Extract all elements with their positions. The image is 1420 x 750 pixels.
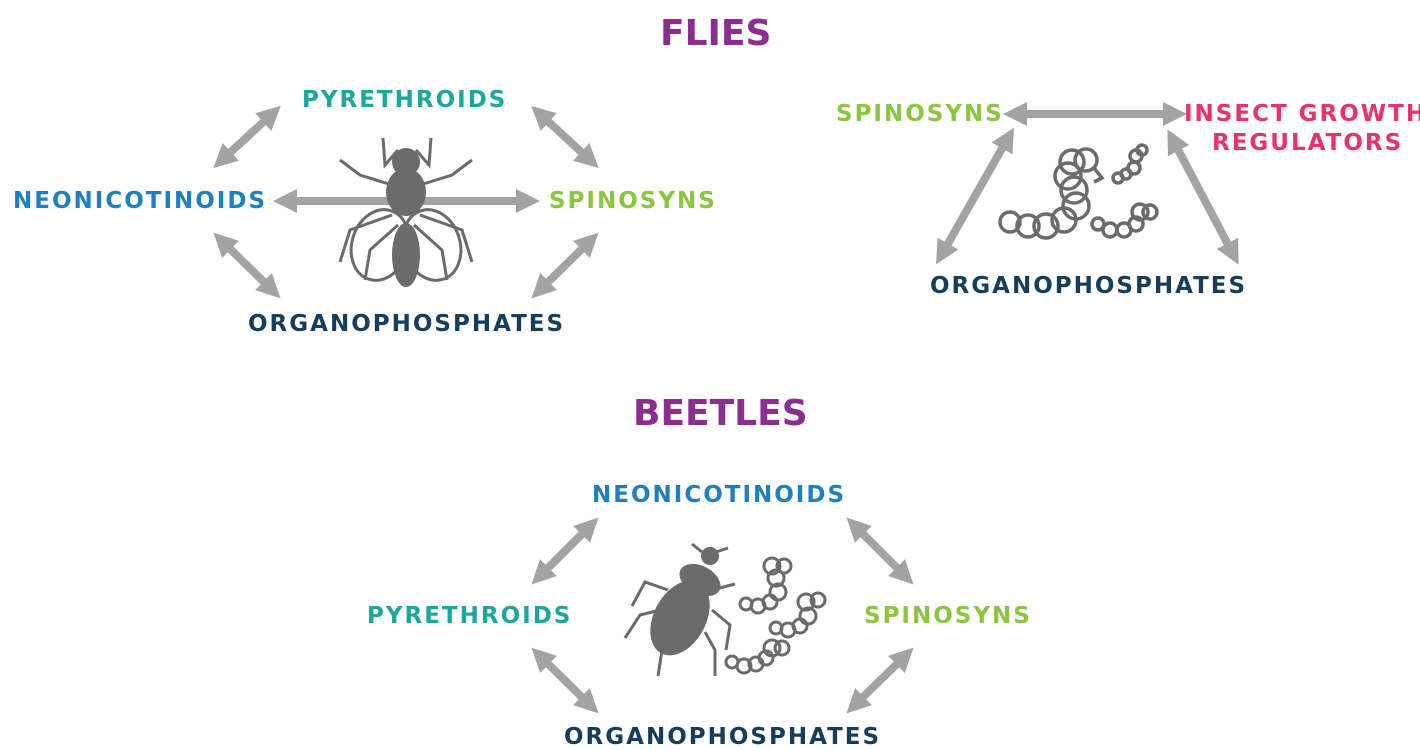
flies-larvae-spinosyns-label: SPINOSYNS (836, 103, 1004, 126)
arrow-igr-org-larvae (1173, 140, 1233, 254)
flies-adult-spinosyns-label: SPINOSYNS (549, 190, 717, 213)
beetles-neonicotinoids-label: NEONICOTINOIDS (592, 484, 846, 507)
flies-adult-organophosphates-label: ORGANOPHOSPHATES (248, 313, 565, 336)
arrow-spin-org (540, 241, 590, 290)
flies-larvae-organophosphates-label: ORGANOPHOSPHATES (930, 275, 1247, 298)
arrow-neo-spin-b (855, 526, 905, 576)
flies-larvae-igr-label-line1: INSECT GROWTH (1184, 103, 1420, 126)
beetles-organophosphates-label: ORGANOPHOSPHATES (564, 726, 881, 749)
beetles-spinosyns-label: SPINOSYNS (864, 605, 1032, 628)
flies-adult-neonicotinoids-label: NEONICOTINOIDS (13, 190, 267, 213)
arrow-spin-org-larvae (942, 138, 1008, 254)
arrow-neo-pyr (222, 114, 272, 160)
beetle-icon (625, 544, 735, 676)
flies-adult-pyrethroids-label: PYRETHROIDS (302, 89, 507, 112)
flies-title: FLIES (660, 16, 771, 52)
flies-larvae-igr-label-line2: REGULATORS (1212, 132, 1403, 155)
arrow-spin-org-b (855, 656, 905, 705)
beetles-title: BEETLES (633, 396, 808, 432)
arrow-pyr-spin (540, 114, 590, 160)
fly-icon (340, 138, 472, 288)
grubs-icon (726, 558, 825, 673)
arrow-neo-org (222, 241, 272, 290)
beetles-pyrethroids-label: PYRETHROIDS (367, 605, 572, 628)
arrow-pyr-neo-b (540, 526, 590, 576)
flies-larvae-arrows (942, 114, 1233, 254)
maggots-icon (1000, 145, 1157, 238)
beetles-arrows (540, 526, 905, 705)
arrow-pyr-org-b (540, 656, 590, 705)
